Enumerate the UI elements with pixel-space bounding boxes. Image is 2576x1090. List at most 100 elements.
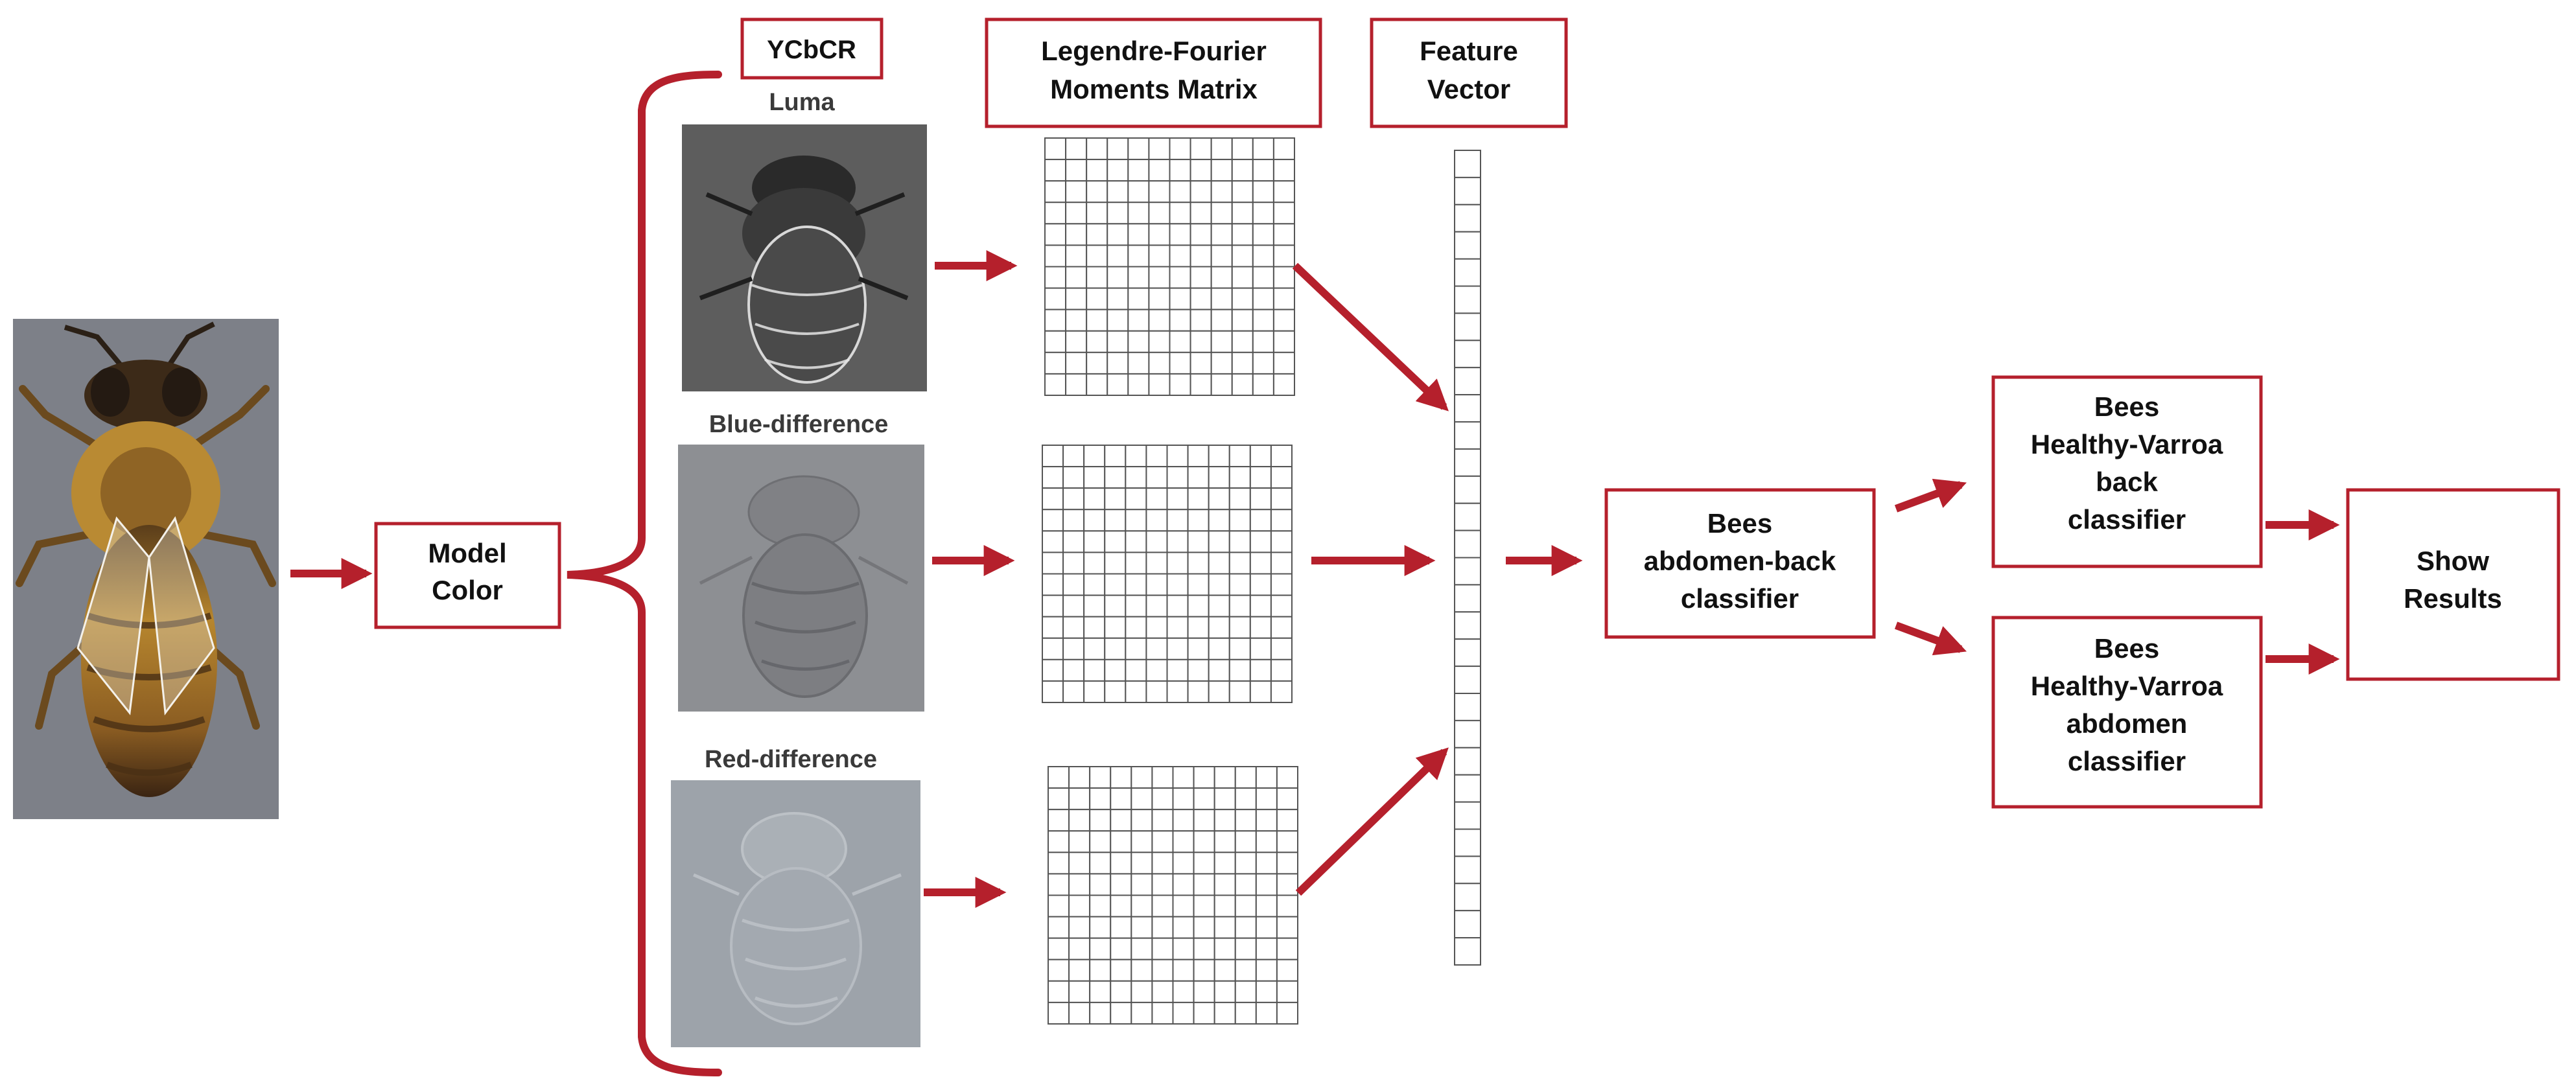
grid-cell <box>1042 466 1064 489</box>
grid-cell <box>1193 830 1215 853</box>
grid-cell <box>1193 787 1215 811</box>
grid-cell <box>1148 159 1171 182</box>
grid-cell <box>1166 680 1189 703</box>
grid-cell <box>1189 137 1212 161</box>
grid-cell <box>1089 916 1112 939</box>
grid-cell <box>1189 202 1212 225</box>
grid-cell <box>1086 159 1108 182</box>
grid-cell <box>1169 351 1191 375</box>
legendre-fourier-line-2: Moments Matrix <box>1050 74 1258 104</box>
moments-matrix-blue-difference <box>1042 445 1293 703</box>
grid-cell <box>1089 980 1112 1003</box>
grid-cell <box>1270 487 1293 511</box>
grid-cell <box>1104 551 1127 575</box>
grid-cell <box>1210 351 1233 375</box>
grid-cell <box>1048 787 1070 811</box>
grid-cell <box>1068 873 1091 896</box>
grid-cell <box>1130 1001 1153 1025</box>
grid-cell <box>1208 445 1230 468</box>
grid-cell <box>1065 202 1088 225</box>
grid-cell <box>1166 637 1189 660</box>
arrow-red-matrix-to-vector <box>1295 747 1449 896</box>
grid-cell <box>1193 1001 1215 1025</box>
grid-cell <box>1044 351 1067 375</box>
grid-cell <box>1062 594 1085 618</box>
show-results-box: Show Results <box>2346 488 2560 681</box>
grid-cell <box>1089 830 1112 853</box>
grid-cell <box>1065 330 1088 353</box>
grid-cell <box>1172 852 1195 875</box>
grid-cell <box>1276 787 1298 811</box>
grid-cell <box>1193 766 1215 789</box>
grid-cell <box>1252 159 1274 182</box>
grid-cell <box>1104 487 1127 511</box>
grid-cell <box>1086 330 1108 353</box>
grid-cell <box>1187 637 1210 660</box>
grid-cell <box>1048 830 1070 853</box>
grid-cell <box>1042 573 1064 596</box>
grid-cell <box>1255 809 1278 832</box>
input-bee-image <box>13 319 279 819</box>
grid-cell <box>1130 766 1153 789</box>
grid-cell <box>1125 680 1147 703</box>
grid-cell <box>1062 658 1085 682</box>
grid-cell <box>1249 445 1272 468</box>
grid-cell <box>1454 774 1481 803</box>
grid-cell <box>1249 466 1272 489</box>
grid-cell <box>1125 594 1147 618</box>
grid-cell <box>1249 551 1272 575</box>
grid-cell <box>1145 551 1168 575</box>
grid-cell <box>1454 448 1481 477</box>
grid-cell <box>1208 637 1230 660</box>
luma-label: Luma <box>769 89 835 116</box>
grid-cell <box>1213 937 1236 960</box>
grid-cell <box>1231 266 1254 289</box>
grid-cell <box>1231 159 1254 182</box>
grid-cell <box>1151 1001 1174 1025</box>
grid-cell <box>1276 1001 1298 1025</box>
grid-cell <box>1234 830 1257 853</box>
show-results-line-2: Results <box>2404 583 2502 614</box>
grid-cell <box>1189 287 1212 310</box>
grid-cell <box>1172 894 1195 918</box>
healthy-varroa-back-classifier-box: Bees Healthy-Varroa back classifier <box>1991 375 2263 568</box>
grid-cell <box>1228 616 1251 639</box>
grid-cell <box>1454 584 1481 613</box>
grid-cell <box>1145 680 1168 703</box>
grid-cell <box>1110 830 1132 853</box>
grid-cell <box>1231 351 1254 375</box>
grid-cell <box>1231 137 1254 161</box>
grid-cell <box>1189 330 1212 353</box>
grid-cell <box>1151 766 1174 789</box>
grid-cell <box>1110 937 1132 960</box>
grid-cell <box>1276 766 1298 789</box>
grid-cell <box>1068 1001 1091 1025</box>
grid-cell <box>1148 266 1171 289</box>
grid-cell <box>1249 509 1272 532</box>
grid-cell <box>1127 180 1150 203</box>
grid-cell <box>1172 958 1195 982</box>
grid-cell <box>1208 616 1230 639</box>
grid-cell <box>1252 137 1274 161</box>
grid-cell <box>1048 809 1070 832</box>
grid-cell <box>1208 573 1230 596</box>
grid-cell <box>1189 244 1212 268</box>
grid-cell <box>1166 551 1189 575</box>
abdomen-back-line-1: Bees <box>1707 508 1772 539</box>
grid-cell <box>1151 873 1174 896</box>
grid-cell <box>1187 445 1210 468</box>
grid-cell <box>1454 693 1481 721</box>
grid-cell <box>1145 658 1168 682</box>
grid-cell <box>1234 766 1257 789</box>
red-difference-label: Red-difference <box>705 746 877 773</box>
grid-cell <box>1228 445 1251 468</box>
feature-vector-header-box: Feature Vector <box>1370 17 1568 128</box>
grid-cell <box>1065 244 1088 268</box>
grid-cell <box>1145 445 1168 468</box>
grid-cell <box>1044 159 1067 182</box>
grid-cell <box>1125 445 1147 468</box>
grid-cell <box>1193 894 1215 918</box>
grid-cell <box>1089 809 1112 832</box>
grid-cell <box>1110 809 1132 832</box>
